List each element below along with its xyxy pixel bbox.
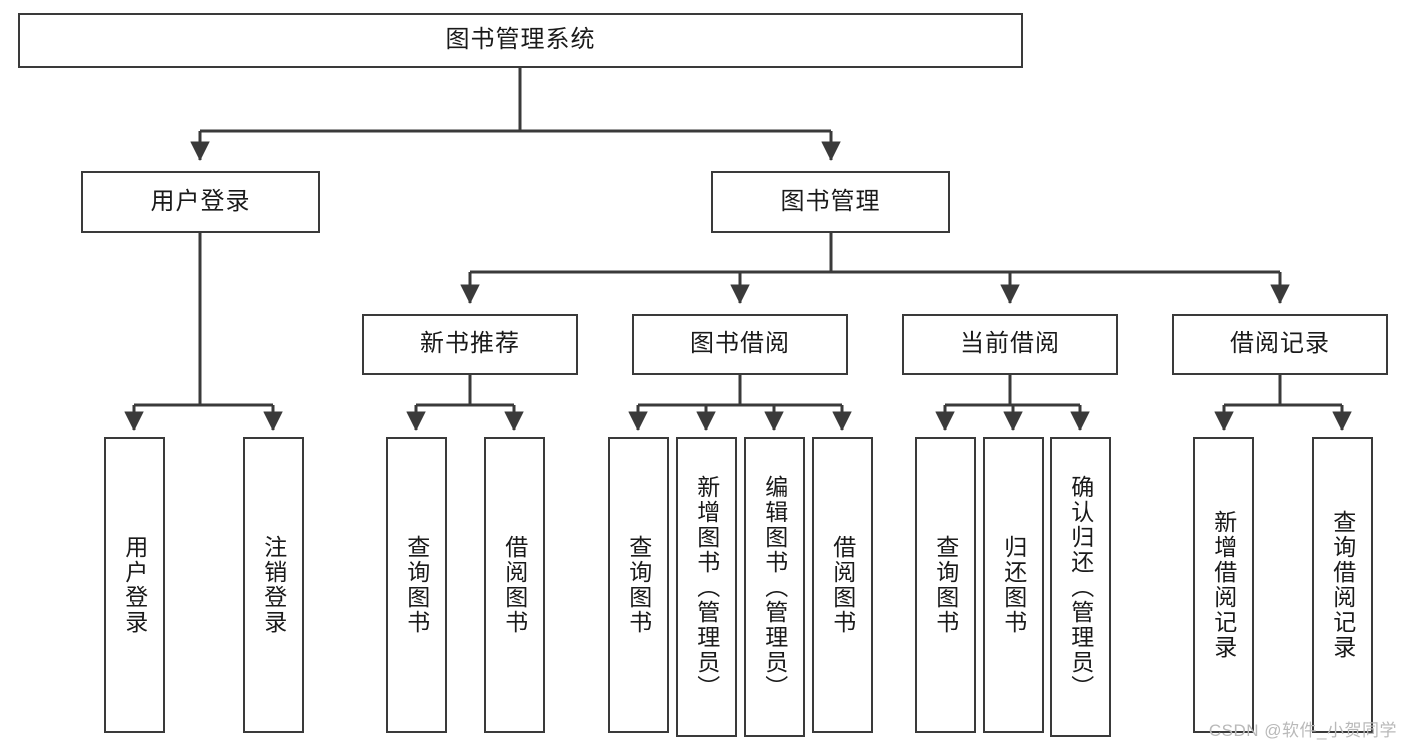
node-borrow-record-label: 借阅记录 xyxy=(1230,330,1330,358)
leaf-query-record-label: 查询借阅记录 xyxy=(1329,510,1356,660)
leaf-user-logout[interactable]: 注销登录 xyxy=(243,437,304,733)
node-current-borrow[interactable]: 当前借阅 xyxy=(902,314,1118,375)
leaf-edit-book[interactable]: 编辑图书（管理员） xyxy=(744,437,805,737)
node-book-management[interactable]: 图书管理 xyxy=(711,171,950,233)
leaf-add-book-label: 新增图书（管理员） xyxy=(693,474,720,700)
leaf-query-book-3-label: 查询图书 xyxy=(932,535,959,635)
leaf-return-book-label: 归还图书 xyxy=(1000,535,1027,635)
node-book-borrow[interactable]: 图书借阅 xyxy=(632,314,848,375)
node-new-book-recommend[interactable]: 新书推荐 xyxy=(362,314,578,375)
leaf-edit-book-label: 编辑图书（管理员） xyxy=(761,474,788,700)
leaf-return-book[interactable]: 归还图书 xyxy=(983,437,1044,733)
node-user-login[interactable]: 用户登录 xyxy=(81,171,320,233)
leaf-query-book-1[interactable]: 查询图书 xyxy=(386,437,447,733)
node-book-management-label: 图书管理 xyxy=(780,187,881,215)
leaf-query-book-3[interactable]: 查询图书 xyxy=(915,437,976,733)
leaf-borrow-book-1-label: 借阅图书 xyxy=(501,535,528,635)
leaf-add-record-label: 新增借阅记录 xyxy=(1210,510,1237,660)
leaf-user-login-label: 用户登录 xyxy=(121,535,148,635)
leaf-borrow-book-1[interactable]: 借阅图书 xyxy=(484,437,545,733)
leaf-confirm-return-label: 确认归还（管理员） xyxy=(1067,474,1094,700)
leaf-user-login[interactable]: 用户登录 xyxy=(104,437,165,733)
node-user-login-label: 用户登录 xyxy=(150,187,251,215)
leaf-add-book[interactable]: 新增图书（管理员） xyxy=(676,437,737,737)
leaf-query-record[interactable]: 查询借阅记录 xyxy=(1312,437,1373,733)
node-root-label: 图书管理系统 xyxy=(445,26,596,54)
leaf-query-book-2[interactable]: 查询图书 xyxy=(608,437,669,733)
leaf-add-record[interactable]: 新增借阅记录 xyxy=(1193,437,1254,733)
leaf-confirm-return[interactable]: 确认归还（管理员） xyxy=(1050,437,1111,737)
node-borrow-record[interactable]: 借阅记录 xyxy=(1172,314,1388,375)
leaf-borrow-book-2-label: 借阅图书 xyxy=(829,535,856,635)
leaf-borrow-book-2[interactable]: 借阅图书 xyxy=(812,437,873,733)
node-book-borrow-label: 图书借阅 xyxy=(690,330,790,358)
node-new-book-recommend-label: 新书推荐 xyxy=(420,330,520,358)
leaf-query-book-1-label: 查询图书 xyxy=(403,535,430,635)
leaf-user-logout-label: 注销登录 xyxy=(260,535,287,635)
node-current-borrow-label: 当前借阅 xyxy=(960,330,1060,358)
node-root[interactable]: 图书管理系统 xyxy=(18,13,1023,68)
leaf-query-book-2-label: 查询图书 xyxy=(625,535,652,635)
csdn-watermark: CSDN @软件_小贺同学 xyxy=(1208,721,1397,740)
